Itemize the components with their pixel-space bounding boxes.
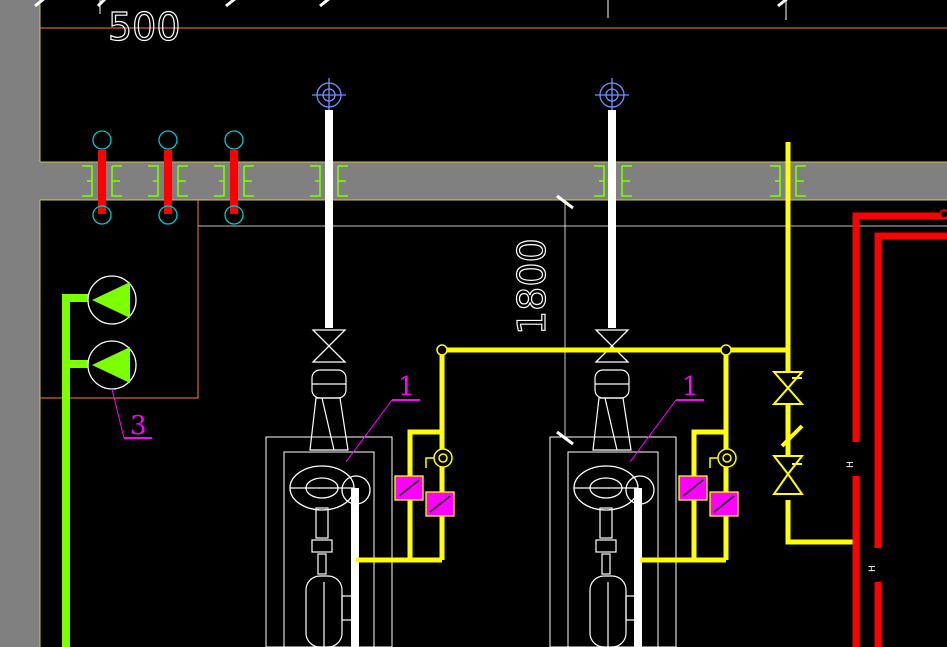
- pump-right-frame: [549, 436, 677, 647]
- hydrant-callout: 3: [130, 411, 147, 441]
- risers: [92, 130, 244, 225]
- yellow-main-lower: [785, 500, 856, 545]
- pump-left-coupling: [309, 369, 349, 451]
- red-pipe-inner: [874, 232, 947, 647]
- hydrant-nozzle-bottom: [87, 340, 137, 390]
- pump-right: 1: [549, 78, 704, 647]
- pump-right-target-icon: [595, 78, 629, 112]
- dimension-1800: 1800: [510, 238, 554, 335]
- pump-right-leader: [629, 399, 677, 463]
- pump-left-shaft: [311, 507, 333, 575]
- hydrant-nozzle-top: [87, 275, 137, 325]
- dimension-500: 500: [108, 5, 181, 49]
- pump-left: 1: [265, 78, 420, 647]
- pump-right-motor: [589, 575, 637, 647]
- orange-room-outline: [40, 200, 199, 399]
- sleeve-6: [770, 165, 806, 197]
- red-piping: [852, 212, 947, 647]
- reference-lines: [34, 0, 947, 446]
- top-tick-7: [777, 0, 788, 8]
- gauge-left: [425, 448, 453, 468]
- pump-right-callout: 1: [682, 372, 699, 402]
- riser-3-top-circle: [224, 130, 244, 150]
- riser-2-top-circle: [158, 130, 178, 150]
- green-pipe: [62, 294, 90, 647]
- red-pipe-end: [939, 209, 947, 219]
- red-pipe-outer: [852, 212, 947, 647]
- gauge-right: [709, 448, 737, 468]
- sleeve-5: [594, 165, 632, 197]
- switches-left: [394, 475, 455, 517]
- switches-right: [678, 475, 739, 517]
- riser-1-top-circle: [92, 130, 112, 150]
- red-pipe-mark-1: H: [846, 461, 856, 468]
- pump-left-callout: 1: [398, 372, 415, 402]
- sleeve-3: [214, 165, 254, 197]
- riser-2-bottom-circle: [158, 205, 178, 225]
- wall-left: [0, 0, 40, 647]
- riser-3: [224, 130, 244, 225]
- yellow-valve-upper: [771, 371, 805, 405]
- yellow-node-right: [720, 344, 732, 356]
- top-tick-1: [34, 0, 45, 8]
- sleeve-4: [310, 165, 348, 197]
- riser-2: [158, 130, 178, 225]
- dim-tick-top: [556, 194, 574, 210]
- top-tick-4: [319, 0, 330, 8]
- dim-tick-bottom: [556, 430, 574, 446]
- red-pipe-breaks: [850, 442, 884, 582]
- hydrant-assembly: 3: [62, 275, 152, 647]
- riser-1: [92, 130, 112, 225]
- yellow-right-loop: [691, 429, 726, 560]
- riser-3-bottom-circle: [224, 205, 244, 225]
- pump-right-white-riser: [608, 110, 616, 328]
- pump-left-frame: [265, 436, 393, 647]
- yellow-node-left: [436, 344, 448, 356]
- pump-left-gate-valve: [311, 329, 347, 363]
- yellow-check-mark: [780, 424, 804, 448]
- top-tick-2: [96, 0, 107, 8]
- yellow-valve-lower: [771, 455, 805, 495]
- pump-right-white-discharge: [634, 488, 642, 647]
- wall-sleeves: [82, 165, 806, 197]
- sleeve-1: [82, 165, 122, 197]
- pump-left-white-discharge: [351, 488, 359, 647]
- yellow-left-loop: [407, 429, 442, 560]
- pump-right-gate-valve: [594, 329, 630, 363]
- hydrant-leader: [111, 388, 125, 439]
- pump-right-shaft: [595, 507, 617, 575]
- pump-left-white-riser: [325, 110, 333, 328]
- pump-left-target-icon: [312, 78, 346, 112]
- wall-horizontal: [0, 162, 947, 200]
- pump-left-motor: [305, 575, 353, 647]
- top-tick-3: [225, 0, 236, 8]
- sleeve-2: [148, 165, 188, 197]
- red-pipe-mark-2: H: [868, 565, 878, 572]
- pump-left-leader: [345, 399, 393, 463]
- riser-1-bottom-circle: [92, 205, 112, 225]
- pump-right-coupling: [592, 369, 632, 451]
